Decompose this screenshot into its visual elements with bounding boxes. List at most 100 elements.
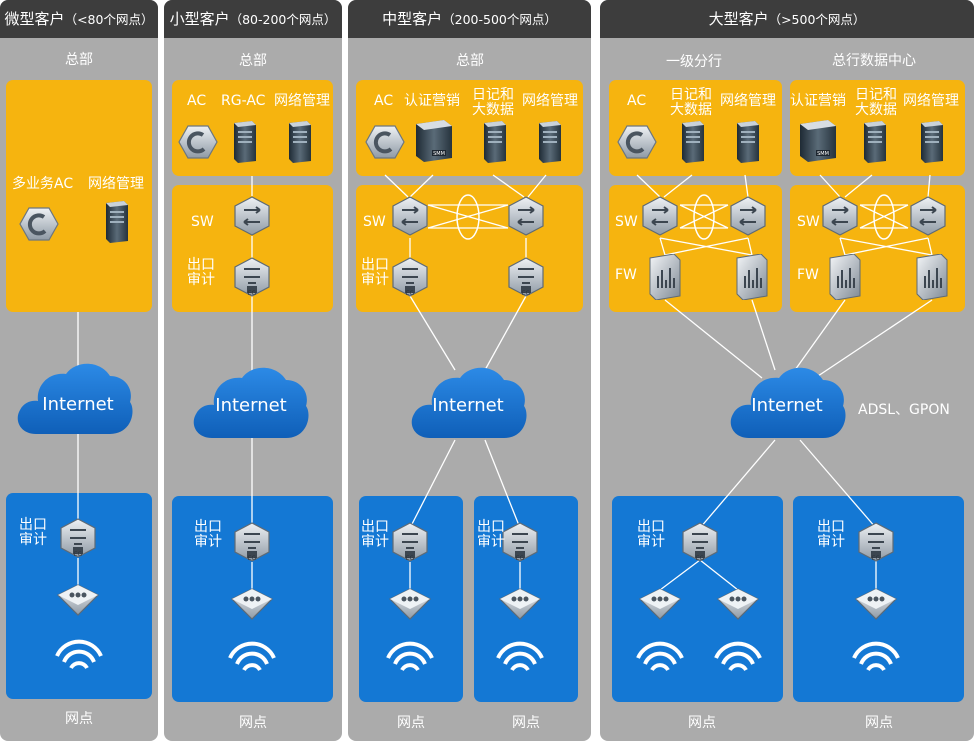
switch-label: SW	[615, 214, 638, 230]
branch-label: 网点	[512, 715, 540, 731]
eg-tag: EG	[74, 551, 83, 558]
network-management-server-icon	[921, 121, 943, 163]
firewall-icon	[736, 254, 768, 300]
eg-tag: EG	[248, 290, 257, 297]
internet-label: Internet	[42, 394, 114, 415]
network-management-label: 网络管理	[903, 93, 959, 109]
column-range: （<80个网点）	[64, 12, 154, 27]
branch-label: 网点	[688, 715, 716, 731]
hq-label: 总部	[65, 52, 93, 68]
smm-tag: SMM	[817, 151, 829, 157]
branch-label: 网点	[397, 715, 425, 731]
log-bigdata-server-icon	[484, 121, 506, 163]
network-management-label: 网络管理	[720, 93, 776, 109]
switch-icon	[234, 196, 270, 236]
column-range: （200-500个网点）	[442, 12, 557, 27]
access-type-label: ADSL、GPON	[858, 402, 950, 418]
access-point-icon	[639, 588, 681, 620]
network-management-server-icon	[106, 201, 128, 243]
log-bigdata-label: 日记和大数据	[472, 87, 514, 118]
switch-label: SW	[363, 214, 386, 230]
network-management-server-icon	[737, 121, 759, 163]
access-point-icon	[57, 584, 99, 616]
switch-label: SW	[191, 214, 214, 230]
ac-controller-icon	[617, 124, 657, 160]
internet-label: Internet	[751, 395, 823, 416]
rg-ac-server-icon	[234, 121, 256, 163]
auth-marketing-label: 认证营销	[404, 93, 460, 109]
firewall-icon	[649, 254, 681, 300]
column-header-small: 小型客户（80-200个网点）	[164, 0, 342, 38]
firewall-icon	[829, 254, 861, 300]
access-point-icon	[499, 588, 541, 620]
egress-audit-label: 出口审计	[817, 519, 845, 550]
wifi-icon	[228, 641, 276, 672]
ac-label: AC	[187, 93, 207, 109]
network-management-label: 网络管理	[274, 93, 330, 109]
hq-label: 总部	[239, 53, 267, 69]
link-aggregation-marks	[456, 194, 895, 240]
egress-audit-label: 出口审计	[637, 519, 665, 550]
egress-audit-label: 出口审计	[19, 517, 47, 548]
column-title: 微型客户	[4, 10, 65, 28]
eg-tag: EG	[872, 555, 881, 562]
log-bigdata-server-icon	[682, 121, 704, 163]
wifi-icon	[496, 641, 544, 672]
firewall-label: FW	[797, 267, 819, 283]
eg-tag: EG	[248, 555, 257, 562]
switch-icon	[822, 196, 858, 236]
access-point-icon	[855, 588, 897, 620]
branch-label: 网点	[65, 711, 93, 727]
wifi-icon	[636, 641, 684, 672]
internet-label: Internet	[432, 395, 504, 416]
switch-icon	[392, 196, 428, 236]
eg-tag: EG	[696, 555, 705, 562]
wifi-icon	[55, 639, 103, 670]
egress-audit-label: 出口审计	[361, 257, 389, 288]
ac-controller-icon	[365, 124, 405, 160]
tier1-branch-label: 一级分行	[666, 54, 722, 70]
column-header-large: 大型客户（>500个网点）	[600, 0, 974, 38]
eg-tag: EG	[406, 555, 415, 562]
log-bigdata-label: 日记和大数据	[670, 87, 712, 118]
firewall-label: FW	[615, 267, 637, 283]
internet-label: Internet	[215, 395, 287, 416]
column-range: （>500个网点）	[768, 12, 866, 27]
column-title: 大型客户	[708, 10, 769, 28]
eg-tag: EG	[406, 290, 415, 297]
network-management-server-icon	[289, 121, 311, 163]
column-title: 中型客户	[382, 10, 443, 28]
eg-tag: EG	[522, 290, 531, 297]
branch-label: 网点	[865, 715, 893, 731]
switch-icon	[642, 196, 678, 236]
column-range: （80-200个网点）	[229, 12, 337, 27]
switch-icon	[730, 196, 766, 236]
smm-tags: SMM SMM	[433, 151, 829, 157]
access-point-icon	[717, 588, 759, 620]
switch-icon	[910, 196, 946, 236]
access-point-icon	[231, 588, 273, 620]
egress-audit-label: 出口审计	[194, 519, 222, 550]
branch-label: 网点	[239, 715, 267, 731]
links	[77, 174, 933, 591]
log-bigdata-label: 日记和大数据	[855, 87, 897, 118]
network-management-label: 网络管理	[522, 93, 578, 109]
ac-controller-icon	[19, 206, 59, 242]
dc-label: 总行数据中心	[832, 53, 916, 69]
egress-audit-label: 出口审计	[187, 257, 215, 288]
switch-label: SW	[797, 214, 820, 230]
switch-icon	[508, 196, 544, 236]
eg-tag: EG	[516, 555, 525, 562]
wifi-icon	[852, 641, 900, 672]
network-management-server-icon	[539, 121, 561, 163]
wifi-icon	[386, 641, 434, 672]
hq-zone-micro	[6, 80, 152, 312]
access-point-icon	[389, 588, 431, 620]
column-title: 小型客户	[169, 10, 230, 28]
ac-controller-icon	[178, 124, 218, 160]
log-bigdata-server-icon	[864, 121, 886, 163]
wifi-icon	[714, 641, 762, 672]
auth-marketing-label: 认证营销	[790, 93, 846, 109]
column-header-micro: 微型客户（<80个网点）	[0, 0, 158, 38]
